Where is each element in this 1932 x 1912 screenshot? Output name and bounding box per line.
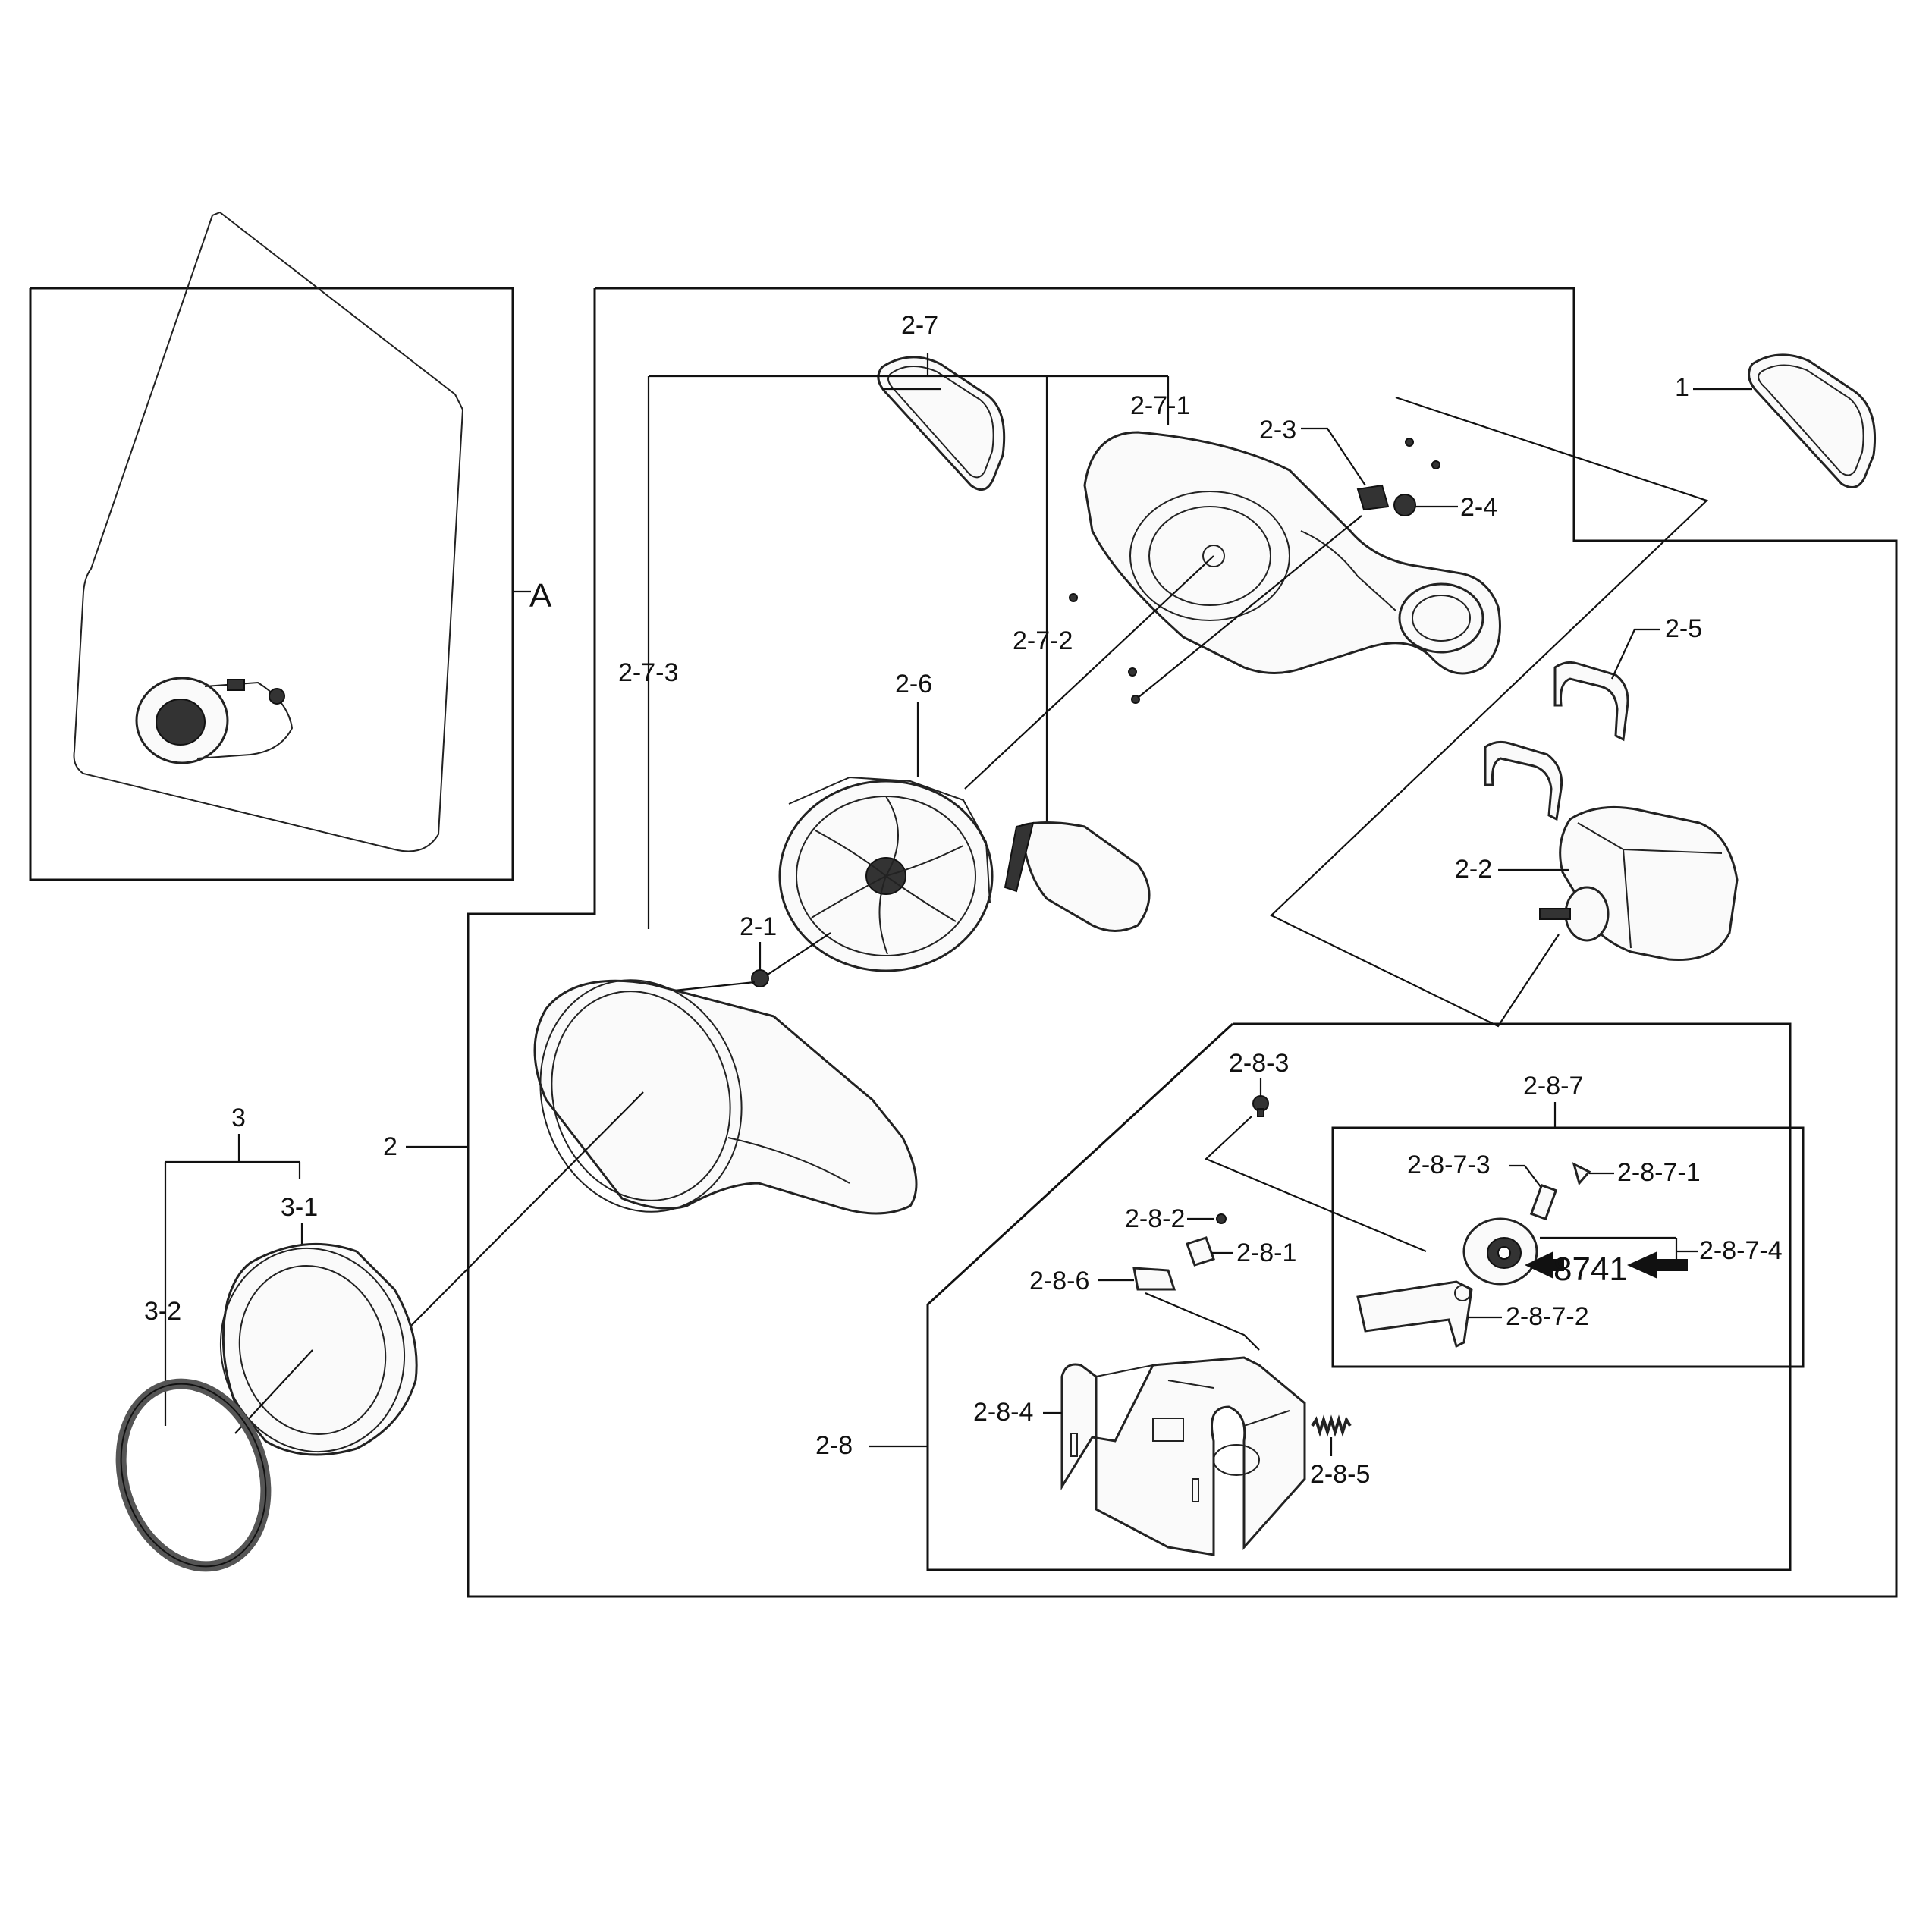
drive-motor	[1539, 805, 1739, 962]
inset-a-blower-thumbnail	[135, 677, 294, 764]
tension-spring	[1311, 1414, 1352, 1437]
screw-2-8-3	[1252, 1095, 1269, 1117]
switch-2-8-1	[1186, 1236, 1215, 1267]
callout-2-1: 2-1	[740, 912, 777, 941]
idler-arm	[1356, 1280, 1473, 1348]
idler-bracket	[1356, 484, 1416, 516]
callout-2-8-5: 2-8-5	[1310, 1460, 1370, 1489]
callout-2-4: 2-4	[1460, 493, 1497, 522]
blower-housing-rear	[1083, 431, 1501, 675]
callout-2-2: 2-2	[1455, 855, 1492, 884]
inset-a-cabinet	[73, 211, 464, 852]
wheel-nut	[751, 969, 769, 987]
drive-belt	[877, 356, 1006, 491]
callout-2-7-3: 2-7-3	[618, 658, 678, 687]
callout-3-1: 3-1	[281, 1193, 318, 1222]
callout-2-8-7-2: 2-8-7-2	[1506, 1302, 1589, 1331]
callout-2-8-1: 2-8-1	[1236, 1239, 1296, 1267]
callout-2-8-7-1: 2-8-7-1	[1617, 1158, 1701, 1187]
callout-2-8-3: 2-8-3	[1229, 1049, 1289, 1078]
motor-group-frame	[1270, 396, 1709, 1028]
idler-pulley	[1462, 1217, 1538, 1286]
housing-screws	[1069, 438, 1440, 704]
felt-gasket	[115, 1378, 272, 1572]
sensor-2-8-6	[1132, 1267, 1176, 1291]
blower-wheel	[778, 776, 994, 972]
idler-cap	[1572, 1162, 1591, 1186]
inset-a-frame	[29, 287, 514, 881]
motor-clip-lower	[1484, 740, 1563, 821]
motor-clip-upper	[1553, 661, 1629, 742]
callout-2-7-1: 2-7-1	[1130, 391, 1190, 420]
callout-2-8-2: 2-8-2	[1125, 1204, 1185, 1233]
callout-3: 3	[231, 1104, 246, 1132]
blower-housing-front	[533, 979, 918, 1215]
assembly-2-8-7-frame	[1331, 1126, 1805, 1368]
callout-2-3: 2-3	[1259, 416, 1296, 444]
callout-2-8-4: 2-8-4	[973, 1398, 1033, 1427]
callout-2-8-7-4: 2-8-7-4	[1699, 1236, 1783, 1265]
callout-2-7-2: 2-7-2	[1013, 626, 1073, 655]
assembly-2-8-frame	[926, 1022, 1792, 1571]
motor-mount-bracket	[1060, 1356, 1306, 1556]
screw-2-8-2	[1216, 1213, 1227, 1224]
callout-2-5: 2-5	[1665, 614, 1702, 643]
callout-2-8-7-3: 2-8-7-3	[1407, 1151, 1491, 1179]
callout-3-2: 3-2	[144, 1297, 181, 1326]
callout-2-8-6: 2-8-6	[1029, 1267, 1089, 1295]
callout-2: 2	[383, 1132, 397, 1161]
callout-2-8: 2-8	[815, 1431, 853, 1460]
duct-ring	[219, 1242, 418, 1456]
inset-a-label: A	[529, 577, 552, 614]
stamp-number: 8741	[1553, 1251, 1628, 1288]
assembly-2-frame	[467, 287, 1898, 1598]
callout-1: 1	[1675, 373, 1689, 402]
callout-2-6: 2-6	[895, 670, 932, 699]
duct-flap	[1004, 821, 1151, 932]
callout-2-7: 2-7	[901, 311, 938, 340]
belt-loop	[1748, 353, 1877, 488]
idler-shaft	[1529, 1183, 1558, 1221]
callout-2-8-7: 2-8-7	[1523, 1072, 1583, 1100]
